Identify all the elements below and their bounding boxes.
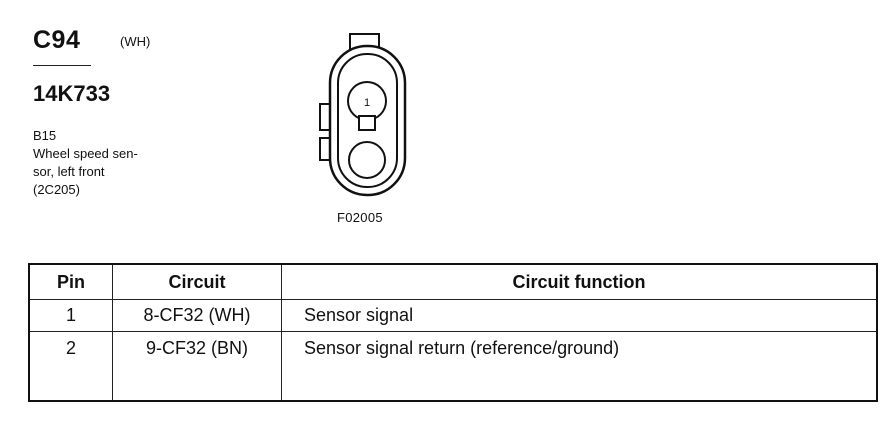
header-pin: Pin xyxy=(28,263,113,300)
pin-number: 1 xyxy=(28,299,113,332)
table-row: 1 8-CF32 (WH) Sensor signal xyxy=(28,299,878,332)
table-row: 2 9-CF32 (BN) Sensor signal return (refe… xyxy=(28,331,878,402)
description-line-1: Wheel speed sen- xyxy=(33,146,138,161)
circuit-function: Sensor signal xyxy=(281,299,878,332)
title-rule xyxy=(33,65,91,66)
header-circuit: Circuit xyxy=(112,263,282,300)
connector-description: B15 Wheel speed sen- sor, left front (2C… xyxy=(33,127,173,199)
connector-id: C94 xyxy=(33,26,81,54)
circuit-code: 8-CF32 (WH) xyxy=(112,299,282,332)
part-number: 14K733 xyxy=(33,81,111,106)
description-line-2: sor, left front xyxy=(33,164,105,179)
connector-color-code: (WH) xyxy=(120,34,151,49)
connector-face-diagram: 1 xyxy=(319,33,407,197)
table-header-row: Pin Circuit Circuit function xyxy=(28,263,878,300)
location-code: B15 xyxy=(33,128,57,143)
circuit-code: 9-CF32 (BN) xyxy=(112,331,282,402)
circuit-function: Sensor signal return (reference/ground) xyxy=(281,331,878,402)
pin-1-keyway xyxy=(358,115,376,131)
pin-number: 2 xyxy=(28,331,113,402)
pin-1-label: 1 xyxy=(364,97,370,109)
figure-id: F02005 xyxy=(337,210,383,225)
pinout-table: Pin Circuit Circuit function 1 8-CF32 (W… xyxy=(28,263,878,402)
reference-code: (2C205) xyxy=(33,182,80,197)
header-circuit-function: Circuit function xyxy=(281,263,878,300)
pin-2-cavity xyxy=(348,141,386,179)
